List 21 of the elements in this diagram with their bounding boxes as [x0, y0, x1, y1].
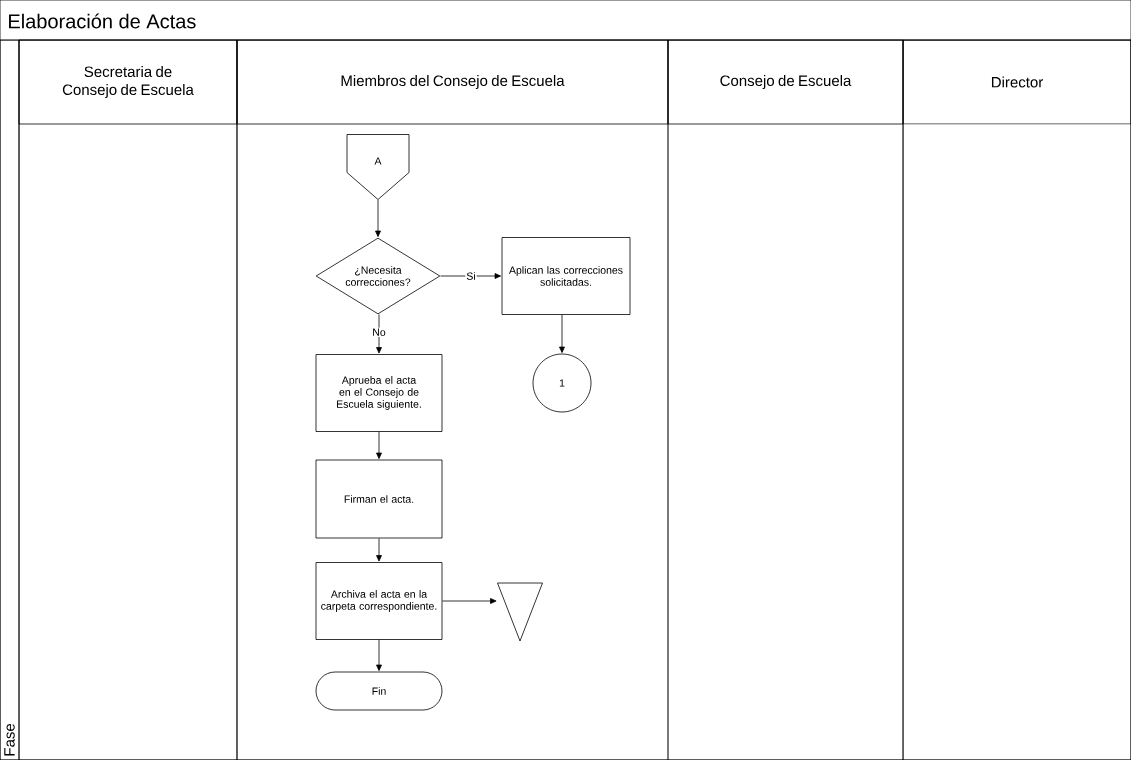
arrow [375, 199, 381, 237]
arrow [376, 538, 382, 562]
arrow [376, 639, 382, 671]
swimlane: Director [902, 39, 1131, 760]
phase-band: Fase [0, 39, 20, 760]
arrow [440, 273, 501, 279]
offpage-connector: A [346, 134, 410, 200]
process-box: Firman el acta. [315, 459, 443, 539]
arrow [376, 314, 382, 354]
arrow [442, 598, 497, 604]
swimlane: Secretaria de Consejo de Escuela [18, 39, 238, 760]
edge-label: Si [465, 271, 477, 281]
process-box: Aplican las correcciones solicitadas. [501, 237, 631, 315]
swimlane: Consejo de Escuela [667, 39, 904, 760]
process-box: Aprueba el acta en el Consejo de Escuela siguiente. [315, 354, 443, 432]
end-terminator: Fin [315, 671, 443, 711]
edge-label: No [371, 327, 387, 337]
archive-triangle [497, 582, 543, 642]
arrow [559, 314, 565, 353]
process-box: Archiva el acta en la carpeta correspondiente. [315, 562, 443, 640]
arrow [376, 431, 382, 459]
